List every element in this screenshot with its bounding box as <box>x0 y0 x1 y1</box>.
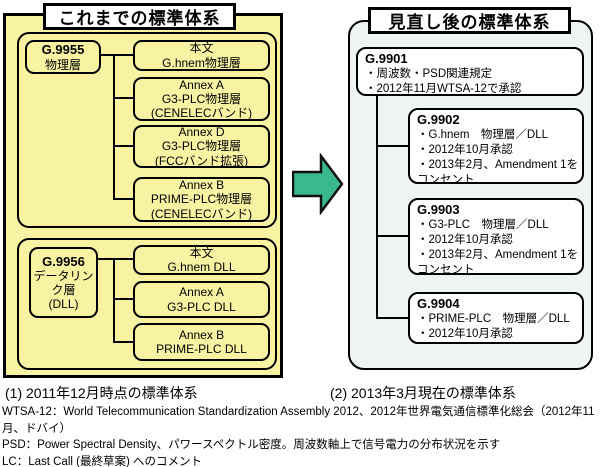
node-g9955: G.9955 物理層 <box>25 40 101 74</box>
node-g9955-annex-d: Annex D G3-PLC物理層 (FCCバンド拡張) <box>133 125 270 168</box>
node-line: Annex D <box>178 125 225 140</box>
node-line: ・G3-PLC 物理層／DLL <box>417 218 549 231</box>
node-line: (CENELECバンド) <box>150 206 253 221</box>
node-g9904-id: G.9904 <box>417 296 460 311</box>
node-g9903: G.9903 ・G3-PLC 物理層／DLL ・2012年10月承認 ・2013… <box>408 198 584 276</box>
node-g9903-id: G.9903 <box>417 202 460 217</box>
node-g9956-annex-a: Annex A G3-PLC DLL <box>133 281 270 318</box>
node-line: コンセント <box>417 263 475 276</box>
connector-line <box>113 97 133 99</box>
connector-line <box>113 298 133 300</box>
node-g9955-annex-b: Annex B PRIME-PLC物理層 (CENELECバンド) <box>133 177 270 222</box>
node-line: コンセント <box>417 173 475 186</box>
node-g9956: G.9956 データリン ク層 (DLL) <box>29 247 98 318</box>
node-line: (CENELECバンド) <box>150 106 253 121</box>
connector-line <box>113 258 115 343</box>
node-line: 本文 <box>189 245 214 260</box>
connector-line <box>376 317 408 319</box>
node-line: PRIME-PLC DLL <box>156 342 247 356</box>
node-g9901: G.9901 ・周波数・PSD関連規定 ・2012年11月WTSA-12で承認 <box>356 47 584 96</box>
node-line: ・PRIME-PLC 物理層／DLL <box>417 312 570 325</box>
revised-caption: (2) 2013年3月現在の標準体系 <box>330 385 516 401</box>
connector-line <box>113 341 133 343</box>
footnotes: WTSA-12：World Telecommunication Standard… <box>2 404 598 467</box>
node-line: ・周波数・PSD関連規定 <box>365 67 493 80</box>
node-line: ・G.hnem 物理層／DLL <box>417 128 549 141</box>
connector-line <box>376 95 378 319</box>
node-line: ・2012年10月承認 <box>417 327 513 340</box>
node-line: (DLL) <box>48 297 79 312</box>
node-g9956-id: G.9956 <box>42 253 85 269</box>
revised-panel-title: 見直し後の標準体系 <box>368 7 571 34</box>
right-arrow-icon <box>292 153 344 215</box>
g9955-group-frame <box>17 32 277 228</box>
connector-line <box>113 54 115 200</box>
connector-line <box>376 235 408 237</box>
node-line: ク層 <box>51 283 76 298</box>
node-line: G3-PLC物理層 <box>161 139 242 154</box>
node-g9955-label: 物理層 <box>44 57 81 72</box>
g9956-group-frame <box>17 238 277 370</box>
legacy-caption: (1) 2011年12月時点の標準体系 <box>5 385 198 401</box>
node-line: ・2012年10月承認 <box>417 233 513 246</box>
node-line: Annex B <box>178 327 225 342</box>
node-g9956-annex-b: Annex B PRIME-PLC DLL <box>133 323 270 361</box>
node-line: PRIME-PLC物理層 <box>150 192 253 207</box>
node-g9901-id: G.9901 <box>365 51 408 66</box>
node-line: G.hnem DLL <box>167 260 236 274</box>
node-line: ・2013年2月、Amendment 1を <box>417 158 579 171</box>
node-line: Annex B <box>178 178 225 193</box>
node-line: Annex A <box>179 285 224 300</box>
node-line: (FCCバンド拡張) <box>154 153 249 168</box>
node-g9956-main-body: 本文 G.hnem DLL <box>133 245 270 275</box>
node-g9955-annex-a: Annex A G3-PLC物理層 (CENELECバンド) <box>133 77 270 121</box>
connector-line <box>376 145 408 147</box>
legacy-panel-title: これまでの標準体系 <box>43 3 236 30</box>
node-line: ・2012年11月WTSA-12で承認 <box>365 82 522 95</box>
connector-line <box>113 198 133 200</box>
footnote-wtsa12: WTSA-12：World Telecommunication Standard… <box>2 406 595 435</box>
node-g9902: G.9902 ・G.hnem 物理層／DLL ・2012年10月承認 ・2013… <box>408 108 584 186</box>
node-line: G3-PLC DLL <box>167 299 236 314</box>
connector-line <box>99 54 133 56</box>
node-line: G.hnem物理層 <box>162 55 241 70</box>
connector-line <box>97 258 133 260</box>
node-g9904: G.9904 ・PRIME-PLC 物理層／DLL ・2012年10月承認 <box>408 292 584 344</box>
node-g9902-id: G.9902 <box>417 112 460 127</box>
footnote-psd: PSD：Power Spectral Density、パワースペクトル密度。周波… <box>2 439 501 452</box>
node-line: ・2013年2月、Amendment 1を <box>417 248 579 261</box>
node-line: データリン <box>33 268 94 283</box>
node-line: ・2012年10月承認 <box>417 143 513 156</box>
node-g9955-id: G.9955 <box>41 42 85 58</box>
node-line: G3-PLC物理層 <box>161 91 242 106</box>
node-line: Annex A <box>179 77 224 92</box>
connector-line <box>113 145 133 147</box>
node-g9955-main-body: 本文 G.hnem物理層 <box>133 40 270 71</box>
footnote-lc: LC：Last Call (最終草案) へのコメント <box>2 456 202 467</box>
node-line: 本文 <box>189 41 214 56</box>
